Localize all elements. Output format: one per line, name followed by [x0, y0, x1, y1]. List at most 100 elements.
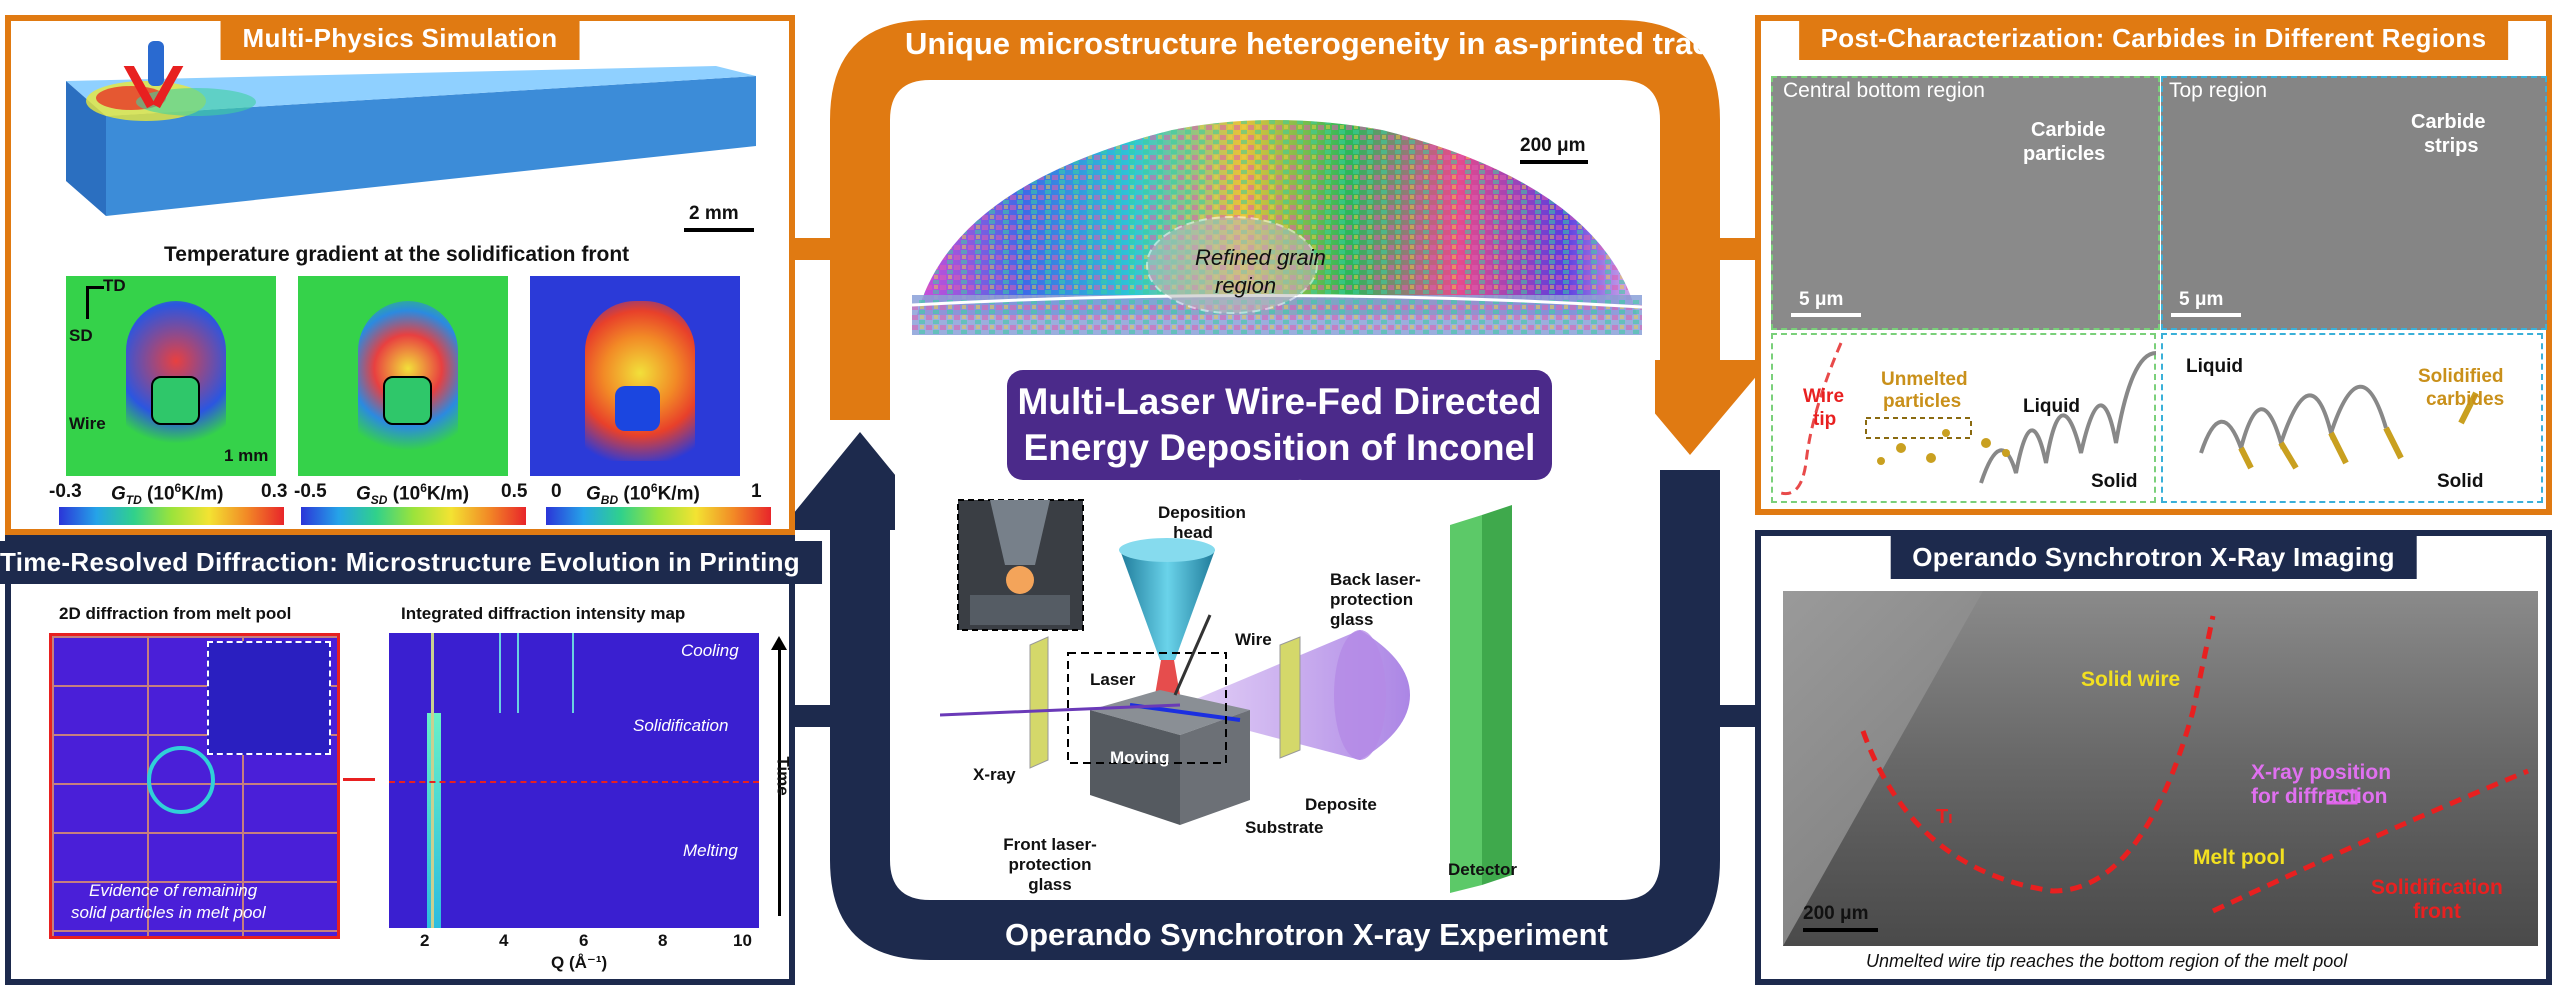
unmelted-1: Unmelted [1881, 369, 1968, 390]
cbar-sd-max: 0.5 [501, 481, 528, 502]
sd-label: SD [69, 326, 93, 345]
label-substrate: Substrate [1245, 818, 1324, 837]
imaging-scale-bar [1803, 928, 1878, 932]
label-melting: Melting [683, 841, 738, 860]
cbar-bd-label: GBD (106K/m) [586, 481, 700, 508]
label-front-glass: Front laser-protection glass [1003, 835, 1097, 894]
diff-right-caption: Integrated diffraction intensity map [401, 604, 686, 623]
center-top-title: Unique microstructure heterogeneity in a… [905, 26, 1727, 61]
schematic-drawing [1780, 342, 2479, 496]
sim-bar-render [66, 66, 756, 216]
right-region-label: Top region [2169, 79, 2268, 102]
sem-right-scale: 5 μm [2179, 289, 2224, 310]
label-deposite: Deposite [1305, 795, 1377, 814]
diffraction-2d-image [49, 633, 340, 939]
intensity-map [389, 633, 759, 928]
refined-label-2: region [1215, 273, 1277, 298]
cbar-td-max: 0.3 [261, 481, 288, 502]
diff-left-caption: 2D diffraction from melt pool [59, 604, 292, 623]
time-arrow [778, 646, 781, 916]
cbar-sd [301, 507, 526, 525]
label-deposition-head: Deposition head [1158, 503, 1246, 542]
imaging-scale-label: 200 μm [1803, 903, 1869, 924]
sim-scale-bar [684, 228, 754, 232]
ebsd-scale-bar [1520, 160, 1588, 164]
cbar-bd [546, 507, 771, 525]
liquid-right: Liquid [2186, 356, 2243, 377]
xray-image [1783, 591, 2538, 946]
xray-pos-1: X-ray position [2251, 761, 2392, 784]
sim-wire-rod [148, 41, 164, 86]
x-tick-10: 10 [733, 931, 752, 950]
schematic-right [2161, 333, 2543, 503]
carbide-strips-2: strips [2424, 135, 2479, 157]
sim-scale2-label: 1 mm [224, 446, 269, 465]
main-title-box: Multi-Laser Wire-Fed Directed Energy Dep… [1007, 370, 1552, 514]
navy-arc [780, 432, 1720, 960]
panel-post: Post-Characterization: Carbides in Diffe… [1755, 15, 2552, 515]
orange-arc [830, 20, 1770, 455]
td-label: TD [103, 276, 126, 295]
time-arrowhead [771, 636, 787, 650]
cbar-sd-label: GSD (106K/m) [356, 481, 470, 508]
xray-pos-2: for diffraction [2251, 785, 2388, 808]
x-tick-6: 6 [579, 931, 589, 950]
label-xray: X-ray [973, 765, 1016, 784]
solidified-1: Solidified [2418, 366, 2504, 387]
carbide-particles-2: particles [2023, 143, 2106, 165]
label-moving: Moving [1110, 748, 1170, 767]
label-back-glass: Back laser-protection glass [1330, 570, 1421, 629]
cbar-td-min: -0.3 [49, 481, 82, 502]
x-tick-8: 8 [658, 931, 668, 950]
solid-front-2: front [2413, 900, 2461, 923]
label-cooling: Cooling [681, 641, 739, 660]
x-axis-label: Q (Å⁻¹) [551, 953, 608, 972]
wire-label: Wire [69, 414, 106, 433]
label-detector: Detector [1448, 860, 1517, 879]
solidified-2: carbides [2426, 389, 2505, 410]
td-sd-axes [86, 286, 104, 319]
label-solidification: Solidification [633, 716, 729, 735]
red-arrow-right [343, 778, 375, 781]
x-tick-4: 4 [499, 931, 509, 950]
unmelted-2: particles [1883, 391, 1962, 412]
wire-tip-2: tip [1813, 409, 1837, 430]
cbar-td-label: GTD (106K/m) [111, 481, 224, 508]
refined-label-1: Refined grain [1195, 245, 1326, 270]
x-tick-2: 2 [420, 931, 430, 950]
ebsd-scale-label: 200 μm [1520, 135, 1586, 156]
melt-pool-label: Melt pool [2193, 846, 2286, 869]
gradient-map-bd [530, 276, 740, 476]
post-title: Post-Characterization: Carbides in Diffe… [1798, 17, 2509, 60]
solid-wire-label: Solid wire [2081, 668, 2181, 691]
cbar-td [59, 507, 284, 525]
panel-simulation: Multi-Physics Simulation 2 mm Temperatur… [5, 15, 795, 535]
setup-diagram [940, 499, 1512, 893]
gradient-map-sd [298, 276, 508, 476]
time-label: Time [773, 756, 793, 796]
evidence-line1: Evidence of remaining [89, 881, 258, 900]
sim-subtitle: Temperature gradient at the solidificati… [164, 243, 630, 266]
left-region-label: Central bottom region [1783, 79, 1985, 102]
imaging-caption: Unmelted wire tip reaches the bottom reg… [1866, 951, 2348, 971]
evidence-line2: solid particles in melt pool [71, 903, 266, 922]
carbide-strips-1: Carbide [2411, 111, 2486, 133]
cbar-sd-min: -0.5 [294, 481, 327, 502]
sem-left-scale-bar [1791, 313, 1861, 317]
sem-left [1771, 76, 2160, 330]
solid-left: Solid [2091, 471, 2138, 492]
panel-imaging: Operando Synchrotron X-Ray Imaging Solid… [1755, 530, 2552, 985]
sim-scale-label: 2 mm [689, 203, 739, 224]
cbar-bd-max: 1 [751, 481, 762, 502]
sim-title: Multi-Physics Simulation [220, 17, 580, 60]
center-bottom-title: Operando Synchrotron X-ray Experiment [1005, 917, 1608, 952]
sem-right-scale-bar [2171, 313, 2241, 317]
tl-label: Tₗ [1936, 806, 1953, 828]
imaging-title: Operando Synchrotron X-Ray Imaging [1890, 536, 2417, 579]
schematic-left [1771, 333, 2156, 503]
label-wire: Wire [1235, 630, 1272, 649]
wire-tip-1: Wire [1803, 386, 1845, 407]
cbar-bd-min: 0 [551, 481, 562, 502]
solid-front-1: Solidification [2371, 876, 2503, 899]
